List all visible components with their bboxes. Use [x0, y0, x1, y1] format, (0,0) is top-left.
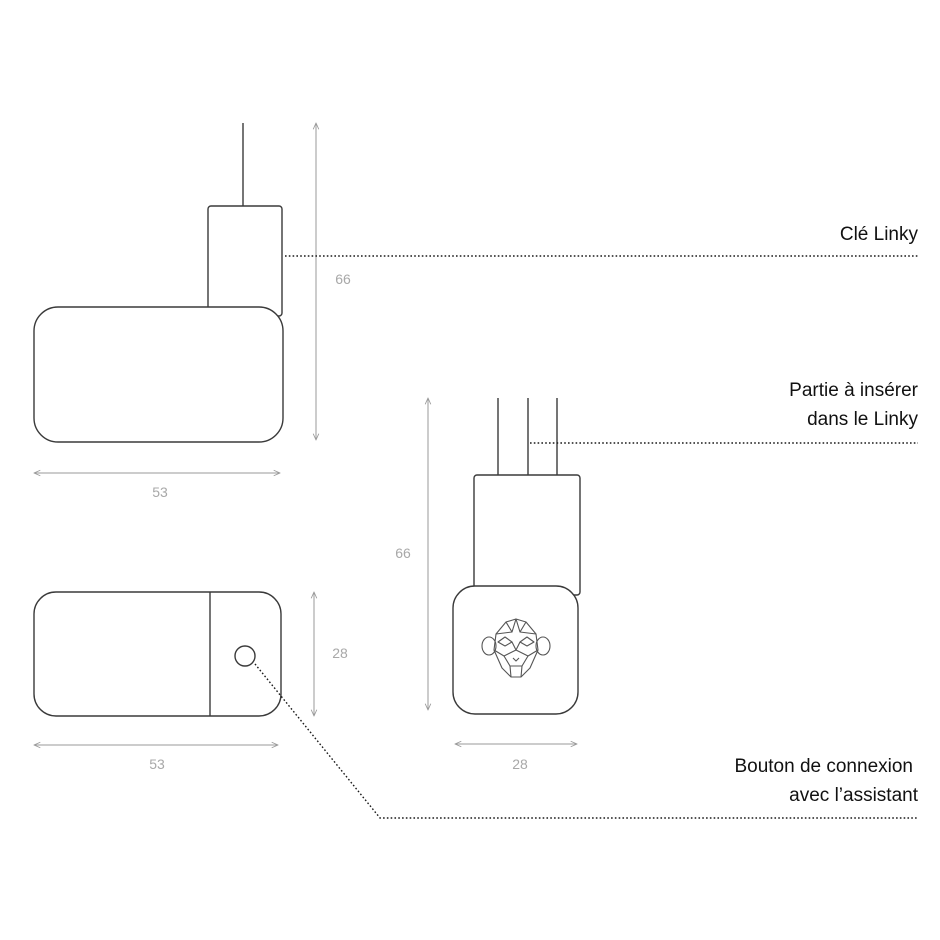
side-view-linky-plug	[473, 474, 581, 596]
callout-bouton-leader	[254, 663, 918, 819]
front-view-linky-plug	[207, 205, 283, 317]
monkey-head-icon	[481, 618, 551, 678]
side-height-dimension: 66	[395, 545, 411, 561]
callout-cle-linky-label: Clé Linky	[840, 224, 919, 245]
front-width-dimension: 53	[152, 484, 168, 500]
side-view: 66 28	[395, 398, 581, 772]
top-width-dimension: 53	[149, 756, 165, 772]
front-view: 66 53	[33, 123, 351, 500]
callout-bouton-connexion: Bouton de connexion avec l’assistant	[254, 663, 919, 819]
front-height-dimension: 66	[335, 271, 351, 287]
callout-bouton-label-line1: Bouton de connexion	[734, 756, 913, 777]
callout-partie-label-line1: Partie à insérer	[789, 380, 919, 401]
side-width-dimension: 28	[512, 756, 528, 772]
top-view: 28 53	[33, 591, 348, 772]
front-view-body	[33, 306, 284, 443]
callout-partie-a-inserer: Partie à insérer dans le Linky	[530, 380, 919, 444]
callout-bouton-label-line2: avec l’assistant	[789, 785, 919, 806]
connection-button	[234, 645, 256, 667]
callout-partie-label-line2: dans le Linky	[807, 409, 918, 430]
top-view-body	[33, 591, 282, 717]
top-height-dimension: 28	[332, 645, 348, 661]
callout-cle-linky: Clé Linky	[285, 224, 919, 257]
